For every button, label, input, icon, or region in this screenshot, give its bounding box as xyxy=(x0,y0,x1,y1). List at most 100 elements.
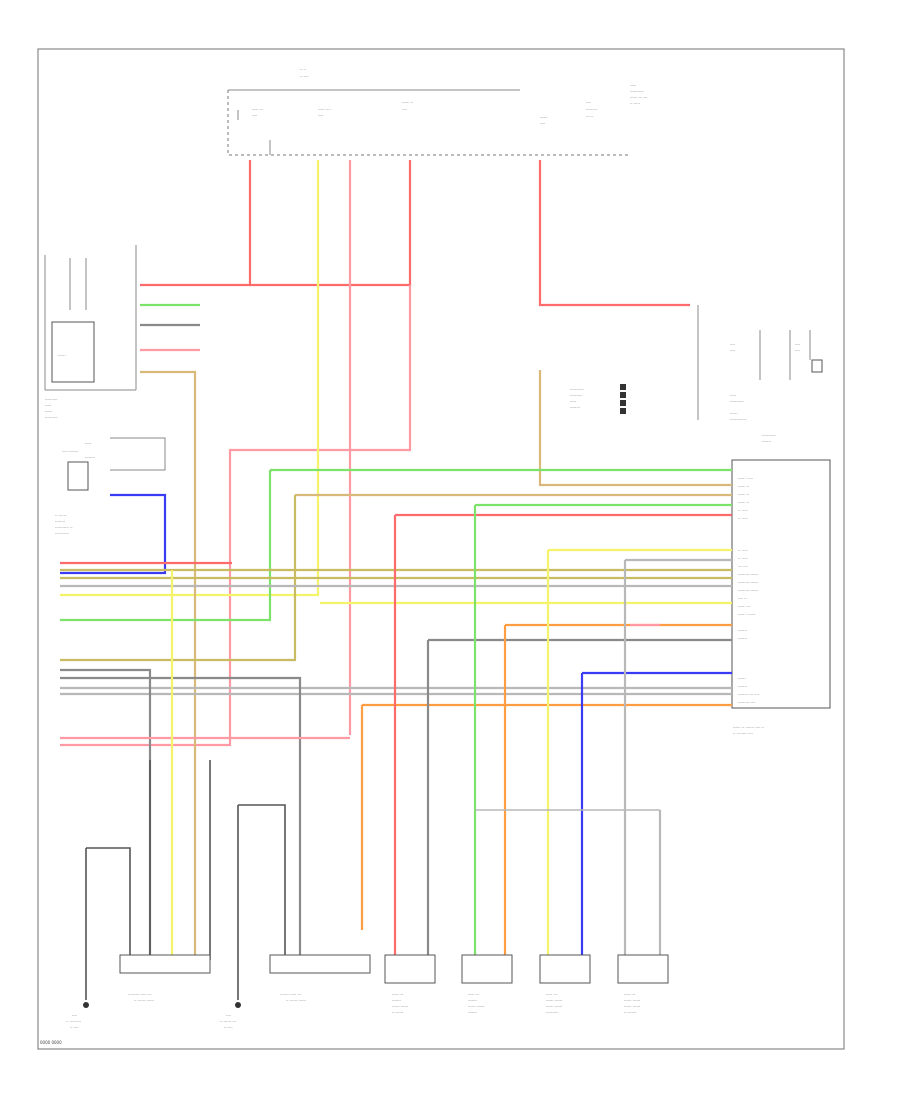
wire-tan-1 xyxy=(140,370,197,965)
wire-tan-2 xyxy=(538,370,732,487)
bottom-connector-3 xyxy=(384,954,436,984)
svg-text:-- ---------: -- --------- xyxy=(66,1019,82,1023)
svg-text:---- --------: ---- -------- xyxy=(62,449,79,453)
wire-gray-4 xyxy=(60,668,152,960)
svg-text:-----: ----- xyxy=(730,393,737,397)
wire-blue-1 xyxy=(60,493,167,575)
svg-text:----------: ---------- xyxy=(45,415,58,419)
black-wires xyxy=(85,760,660,1000)
wire-pink-1 xyxy=(60,285,412,747)
svg-text:------ ------: ------ ------ xyxy=(624,998,641,1002)
svg-text:--------- ----- ---: --------- ----- --- xyxy=(128,992,152,996)
svg-text:---- --: ---- -- xyxy=(738,596,747,600)
svg-text:----: ---- xyxy=(226,1013,232,1017)
wire-black-3 xyxy=(238,804,286,960)
svg-text:-----: ----- xyxy=(630,83,637,87)
svg-text:-----: ----- xyxy=(45,403,52,407)
wire-black-1 xyxy=(86,847,131,960)
svg-text:-- ----: -- ---- xyxy=(70,1025,79,1029)
wire-olive-1 xyxy=(60,495,297,662)
svg-text:------ ------: ------ ------ xyxy=(624,1004,641,1008)
svg-text:------ ------: ------ ------ xyxy=(546,998,563,1002)
svg-text:------: ------ xyxy=(45,409,53,413)
wire-green-3 xyxy=(60,470,272,622)
right-top-components: ---- ---- ---- ---- ----- ----------- --… xyxy=(570,305,823,443)
svg-text:-- -----: -- ----- xyxy=(738,508,749,512)
svg-text:-----------: ----------- xyxy=(630,89,645,93)
svg-text:----: ---- xyxy=(540,121,546,125)
svg-text:--------: -------- xyxy=(55,519,66,523)
svg-text:-----: ----- xyxy=(570,399,577,403)
svg-text:------ ------: ------ ------ xyxy=(546,1004,563,1008)
svg-text:-----: ----- xyxy=(85,441,92,445)
diagram-border xyxy=(37,48,845,1050)
bottom-connectors: ---- -- --------- -- ---- ---- -- ------… xyxy=(66,954,669,1029)
svg-text:------: ------ xyxy=(738,676,746,680)
svg-text:-- -----: -- ----- xyxy=(738,516,749,520)
svg-text:------ --: ------ -- xyxy=(738,484,750,488)
svg-text:----- ---: ----- --- xyxy=(392,992,404,996)
svg-text:----------- --: ----------- -- xyxy=(55,525,73,529)
svg-text:-- ----: -- ---- xyxy=(300,74,309,78)
svg-text:----: ---- xyxy=(795,348,801,352)
wire-red-2 xyxy=(250,160,412,287)
wire-gray-3 xyxy=(60,676,302,960)
svg-text:----: ---- xyxy=(72,1013,78,1017)
svg-text:----: ---- xyxy=(318,113,324,117)
bottom-connector-2 xyxy=(269,954,371,974)
svg-text:--------: -------- xyxy=(85,455,96,459)
svg-text:--------- ------: --------- ------ xyxy=(738,572,759,576)
svg-text:----: ---- xyxy=(730,342,736,346)
bottom-connector-5 xyxy=(539,954,591,984)
svg-text:----------: ---------- xyxy=(546,1010,559,1014)
svg-text:----------: ---------- xyxy=(45,397,58,401)
svg-text:--------- ----: --------- ---- xyxy=(738,700,756,704)
wire-red-3 xyxy=(538,160,690,307)
left-control-module: ------ ---------- ----- ------ ---------… xyxy=(44,245,137,419)
svg-text:---------: --------- xyxy=(586,107,598,111)
svg-text:------ --- ---: ------ --- --- xyxy=(630,95,648,99)
svg-text:------ --: ------ -- xyxy=(402,100,414,104)
svg-text:--------- ------: --------- ------ xyxy=(738,588,759,592)
svg-text:----- ---: ----- --- xyxy=(468,992,480,996)
bottom-connector-4 xyxy=(461,954,513,984)
svg-text:-----------: ----------- xyxy=(730,399,745,403)
svg-text:-- ------ ---: -- ------ --- xyxy=(220,1019,237,1023)
right-control-module: ----- - ---- ------ -- ------ -- ------ … xyxy=(731,459,831,735)
svg-text:-- -----: -- ----- xyxy=(738,556,749,560)
wire-red-1 xyxy=(140,160,252,287)
svg-text:----: ---- xyxy=(730,348,736,352)
svg-text:-------: ------- xyxy=(468,1010,478,1014)
svg-text:-------: ------- xyxy=(738,684,748,688)
svg-text:--------: -------- xyxy=(570,405,581,409)
svg-text:-------: ------- xyxy=(392,998,402,1002)
left-switch-circuit: ----- ---- -------- -------- -- ------ -… xyxy=(55,437,166,535)
svg-text:------ ---: ------ --- xyxy=(738,604,751,608)
svg-text:-- ------: -- ------ xyxy=(392,1010,404,1014)
svg-text:-- ------ ------: -- ------ ------ xyxy=(134,998,155,1002)
svg-text:----: ---- xyxy=(586,100,592,104)
svg-text:-- -------: -- ------- xyxy=(624,1010,637,1014)
svg-text:----- ---: ----- --- xyxy=(546,992,558,996)
connector-pin xyxy=(620,408,626,414)
fuse-block-top: -- -- -- ---- ----- --- ---- ----- --- -… xyxy=(227,67,648,156)
svg-text:--------- ------: --------- ------ xyxy=(738,580,759,584)
svg-text:----: ---- xyxy=(402,107,408,111)
connector-pin xyxy=(620,384,626,390)
footer-code: 0000 0000 xyxy=(40,1040,62,1045)
svg-text:-----------: ----------- xyxy=(570,387,585,391)
svg-text:-- -----: -- ----- xyxy=(738,548,749,552)
svg-text:-------: ------- xyxy=(762,439,772,443)
svg-text:------: ------ xyxy=(540,115,548,119)
svg-text:----: ---- xyxy=(795,342,801,346)
svg-text:------ ------: ------ ------ xyxy=(392,1004,409,1008)
svg-text:------ -- ------- ---- --: ------ -- ------- ---- -- xyxy=(733,725,765,729)
svg-text:------ ------: ------ ------ xyxy=(468,1004,485,1008)
svg-text:-------------: ------------- xyxy=(730,417,747,421)
wires xyxy=(60,160,732,965)
svg-text:--- --: --- -- xyxy=(586,114,594,118)
ground-point-1 xyxy=(83,1002,89,1008)
svg-text:------: ------ xyxy=(58,353,66,357)
wire-yellow-1 xyxy=(60,160,320,597)
